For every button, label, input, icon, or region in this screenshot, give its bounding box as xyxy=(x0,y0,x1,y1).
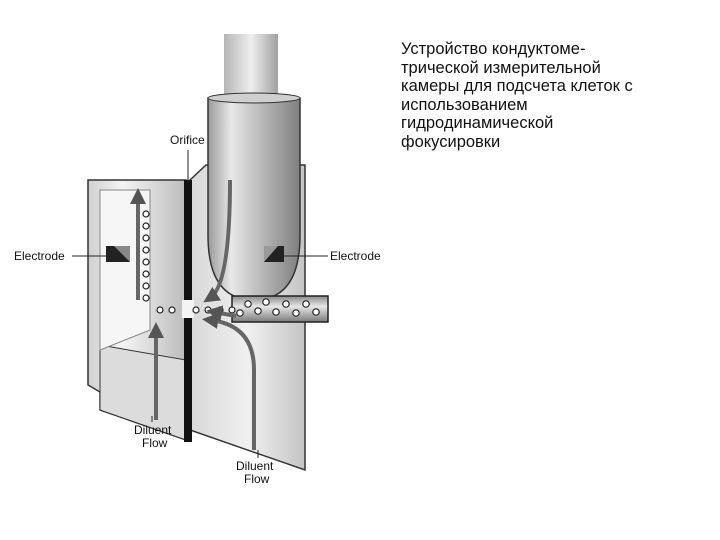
diluent-flow-right-line2: Flow xyxy=(244,472,270,486)
electrode-right-label: Electrode xyxy=(330,249,381,263)
caption-line: Устройство кондуктоме- xyxy=(401,40,586,58)
diluent-flow-right-label: Diluent Flow xyxy=(236,459,277,486)
diluent-flow-left-label: Diluent Flow xyxy=(134,423,175,450)
cells-rising xyxy=(142,210,150,302)
diluent-flow-right-line1: Diluent xyxy=(236,459,274,473)
caption-line: камеры для подсчета клеток с xyxy=(401,77,633,95)
orifice-gap xyxy=(182,300,194,318)
top-stem xyxy=(224,34,278,100)
cylinder-top xyxy=(207,92,301,104)
sample-tube xyxy=(231,295,329,323)
caption-line: гидродинамической xyxy=(401,114,554,132)
orifice-label: Orifice xyxy=(170,133,205,147)
caption-line: использованием xyxy=(401,95,528,114)
caption-line: фокусировки xyxy=(401,132,501,151)
electrode-left-label: Electrode xyxy=(14,249,65,263)
diluent-flow-left-line1: Diluent xyxy=(134,423,172,437)
cells-in-tube xyxy=(236,298,320,317)
diluent-flow-left-line2: Flow xyxy=(142,436,168,450)
caption-line: трической измерительной xyxy=(401,58,601,77)
flow-arrows xyxy=(130,179,256,450)
slide-caption: Устройство кондуктоме- трической измерит… xyxy=(401,40,701,151)
